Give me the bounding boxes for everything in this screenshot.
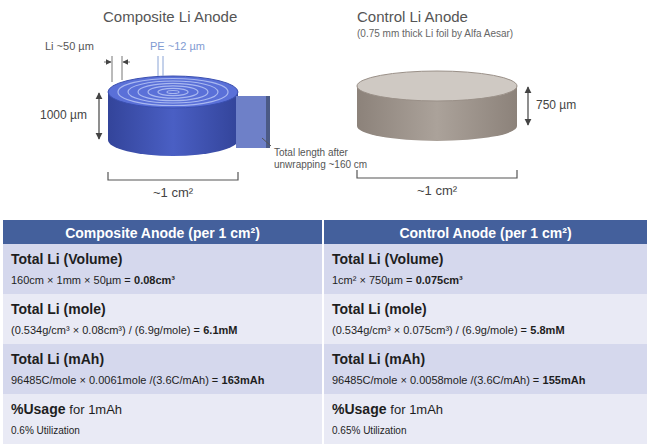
table-cell: %Usage for 1mAh 0.65% Utilization <box>324 394 647 444</box>
text-line: Composite Anode (per 1 cm²) <box>9 223 316 243</box>
cell-heading: Control Anode (per 1 cm²) <box>399 225 571 241</box>
table-header-cell: Composite Anode (per 1 cm²) <box>3 220 322 246</box>
area-bracket <box>357 170 517 178</box>
cell-value: 0.08cm³ <box>134 274 175 286</box>
table-ground <box>3 220 647 443</box>
figure-title: Composite Li Anode <box>103 8 237 26</box>
text-line: Total Li (mAh) <box>332 349 639 369</box>
text-line: Total Li (mole) <box>11 299 314 319</box>
cell-value: 0.65% Utilization <box>332 425 406 436</box>
text-line: (0.534g/cm³ × 0.075cm³) / (6.9g/mole) =5… <box>332 319 639 339</box>
dimension-label: 1000 µm <box>40 108 87 122</box>
cell-value: for 1mAh <box>390 402 443 417</box>
text-line: Total Li (Volume) <box>11 249 314 269</box>
cell-value: for 1mAh <box>69 402 122 417</box>
dimension-label: 750 µm <box>536 98 576 112</box>
area-label: ~1 cm² <box>417 183 457 199</box>
cell-heading: Total Li (Volume) <box>332 251 443 267</box>
cell-value: 0.6% Utilization <box>11 425 80 436</box>
cell-heading: Total Li (mAh) <box>11 351 104 367</box>
text-line: 160cm × 1mm × 50µm =0.08cm³ <box>11 269 314 289</box>
cell-value: (0.534g/cm³ × 0.08cm³) / (6.9g/mole) = <box>11 324 200 336</box>
cell-heading: Total Li (mAh) <box>332 351 425 367</box>
cell-heading: Composite Anode (per 1 cm²) <box>65 225 260 241</box>
table-cell: Total Li (mole) (0.534g/cm³ × 0.075cm³) /… <box>324 294 647 344</box>
text-line: 0.6% Utilization <box>11 419 314 439</box>
cell-value: 1cm² × 750µm = <box>332 274 412 286</box>
table-cell: Total Li (mAh) 96485C/mole × 0.0061mole /… <box>3 344 322 394</box>
cell-value: 155mAh <box>543 374 586 386</box>
callout-note: Total length after unwrapping ~160 cm <box>274 147 379 171</box>
cell-heading: Total Li (Volume) <box>11 251 122 267</box>
height-dimension <box>527 87 528 125</box>
cell-heading: Total Li (mole) <box>332 301 427 317</box>
text-line: 96485C/mole × 0.0058mole /(3.6C/mAh) = 15… <box>332 369 639 389</box>
layer-label: Li ~50 µm <box>45 40 94 53</box>
cell-heading: Total Li (mole) <box>11 301 106 317</box>
area-label: ~1 cm² <box>153 185 193 201</box>
text-line: Total Li (Volume) <box>332 249 639 269</box>
layer-label: PE ~12 µm <box>150 40 205 53</box>
text-line: %Usage for 1mAh <box>11 399 314 419</box>
cell-value: 0.075cm³ <box>416 274 463 286</box>
cell-value: 160cm × 1mm × 50µm = <box>11 274 131 286</box>
cell-value: 96485C/mole × 0.0061mole /(3.6C/mAh) = <box>11 374 218 386</box>
height-dimension <box>98 93 99 139</box>
cell-value: 96485C/mole × 0.0058mole /(3.6C/mAh) = <box>332 374 539 386</box>
leader-line <box>262 138 271 146</box>
unwrapped-strip <box>236 96 266 148</box>
composite-cylinder <box>108 76 270 156</box>
area-bracket <box>108 172 238 180</box>
cell-heading: %Usage <box>332 401 386 417</box>
control-cylinder <box>357 71 517 141</box>
text-line: 96485C/mole × 0.0061mole /(3.6C/mAh) = 16… <box>11 369 314 389</box>
text-line: Control Anode (per 1 cm²) <box>330 223 641 243</box>
text-line: (0.534g/cm³ × 0.08cm³) / (6.9g/mole) =6.… <box>11 319 314 339</box>
text-line: 0.65% Utilization <box>332 419 639 439</box>
cell-value: 5.8mM <box>530 324 564 336</box>
cell-value: (0.534g/cm³ × 0.075cm³) / (6.9g/mole) = <box>332 324 527 336</box>
figure-subtitle: (0.75 mm thick Li foil by Alfa Aesar) <box>357 28 513 40</box>
thickness-ticks <box>104 56 163 82</box>
table-cell: Total Li (mAh) 96485C/mole × 0.0058mole /… <box>324 344 647 394</box>
text-line: 1cm² × 750µm = 0.075cm³ <box>332 269 639 289</box>
cell-value: 163mAh <box>222 374 265 386</box>
cell-heading: %Usage <box>11 401 65 417</box>
text-line: %Usage for 1mAh <box>332 399 639 419</box>
text-line: Total Li (mole) <box>332 299 639 319</box>
figure-title: Control Li Anode <box>357 8 468 26</box>
text-line: Total Li (mAh) <box>11 349 314 369</box>
table-cell: Total Li (mole) (0.534g/cm³ × 0.08cm³) / … <box>3 294 322 344</box>
table-cell: Total Li (Volume) 1cm² × 750µm = 0.075cm³ <box>324 244 647 294</box>
table-header-cell: Control Anode (per 1 cm²) <box>324 220 647 246</box>
cell-value: 6.1mM <box>203 324 237 336</box>
table-cell: %Usage for 1mAh 0.6% Utilization <box>3 394 322 444</box>
table-cell: Total Li (Volume) 160cm × 1mm × 50µm =0.0… <box>3 244 322 294</box>
